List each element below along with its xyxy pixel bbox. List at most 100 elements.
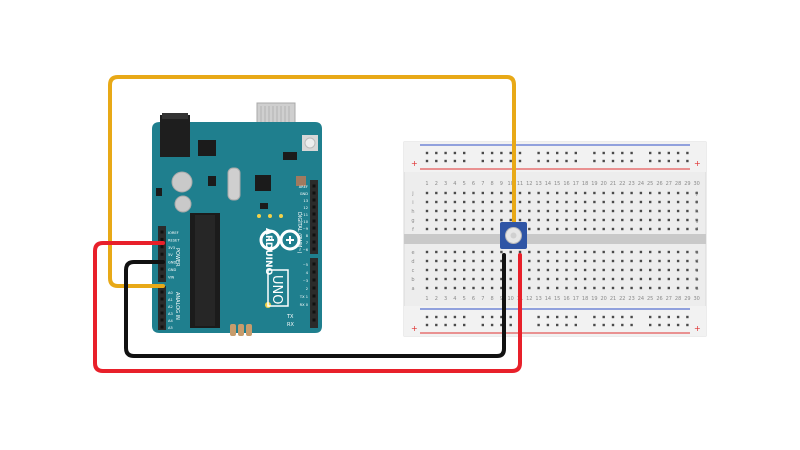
column-number-top: 20 — [601, 181, 607, 187]
breadboard-hole — [667, 191, 670, 195]
usb-chip — [255, 175, 271, 191]
column-number-bottom: 24 — [638, 296, 644, 302]
breadboard-hole — [639, 286, 643, 290]
row-letter: b — [411, 277, 414, 283]
rail-hole — [453, 151, 457, 155]
digital-pin-label: GND — [300, 192, 308, 196]
breadboard-hole — [463, 191, 466, 195]
digital-pin-label: ~10 — [300, 220, 308, 224]
analog-pin-label: A5 — [168, 326, 173, 330]
breadboard-hole — [574, 268, 577, 272]
column-number-top: 15 — [554, 181, 560, 187]
breadboard-hole — [435, 277, 438, 281]
rail-hole — [463, 159, 466, 163]
breadboard-hole — [593, 250, 596, 254]
breadboard-hole — [695, 259, 698, 263]
column-number-bottom: 19 — [591, 296, 597, 302]
rail-hole — [556, 315, 559, 319]
breadboard-hole — [686, 286, 689, 290]
analog-pin-label: A4 — [168, 319, 173, 323]
breadboard-hole — [500, 191, 503, 195]
column-number-bottom: 22 — [619, 296, 625, 302]
breadboard-hole — [509, 250, 512, 254]
breadboard-hole — [621, 227, 624, 231]
breadboard-hole — [556, 227, 559, 231]
breadboard-hole — [621, 277, 624, 281]
header-pin-hole — [312, 205, 316, 209]
column-number-top: 29 — [684, 181, 690, 187]
rail-hole — [463, 315, 466, 319]
breadboard-hole — [481, 200, 484, 204]
breadboard-hole — [593, 277, 596, 281]
rail-hole — [676, 323, 680, 327]
breadboard-hole — [453, 218, 457, 222]
breadboard-hole — [630, 191, 633, 195]
column-number-top: 11 — [517, 181, 523, 187]
row-letter: h — [411, 209, 414, 215]
breadboard-hole — [658, 200, 661, 204]
breadboard-hole — [583, 218, 587, 222]
breadboard-hole — [453, 277, 457, 281]
breadboard-hole — [481, 268, 484, 272]
rail-hole — [565, 159, 568, 163]
row-letter: a — [695, 286, 698, 292]
breadboard-hole — [435, 227, 438, 231]
rail-hole — [611, 151, 615, 155]
breadboard-hole — [500, 259, 503, 263]
breadboard-hole — [472, 259, 475, 263]
breadboard-hole — [425, 227, 429, 231]
breadboard-hole — [667, 259, 670, 263]
column-number-bottom: 13 — [535, 296, 541, 302]
breadboard-hole — [630, 286, 633, 290]
breadboard-hole — [658, 268, 661, 272]
breadboard-hole — [556, 209, 559, 213]
rail-hole — [537, 315, 540, 319]
header-pin-hole — [312, 247, 316, 251]
breadboard-hole — [621, 286, 624, 290]
header-pin-hole — [312, 233, 316, 237]
breadboard-hole — [528, 209, 531, 213]
analog-header — [158, 286, 166, 330]
breadboard-hole — [611, 277, 615, 281]
breadboard-hole — [695, 268, 698, 272]
column-number-bottom: 4 — [453, 296, 456, 302]
breadboard-hole — [630, 277, 633, 281]
rail-hole — [649, 151, 652, 155]
breadboard-hole — [518, 218, 522, 222]
breadboard-hole — [490, 200, 494, 204]
small-chip-1 — [208, 176, 216, 186]
breadboard-hole — [621, 218, 624, 222]
breadboard-hole — [518, 200, 522, 204]
rail-hole — [565, 323, 568, 327]
rail-hole — [649, 323, 652, 327]
breadboard-hole — [556, 286, 559, 290]
breadboard-hole — [546, 218, 550, 222]
breadboard-hole — [630, 200, 633, 204]
breadboard-hole — [444, 277, 447, 281]
rail-hole — [435, 323, 438, 327]
breadboard-hole — [583, 227, 587, 231]
rail-hole — [686, 315, 689, 319]
breadboard-hole — [658, 218, 661, 222]
rail-hole — [621, 315, 624, 319]
column-number-bottom: 2 — [435, 296, 438, 302]
rail-hole — [546, 159, 550, 163]
breadboard-hole — [546, 277, 550, 281]
power-pin-label: 3V3 — [168, 246, 175, 250]
rail-hole — [509, 151, 512, 155]
voltage-regulator — [198, 140, 216, 156]
rail-hole — [518, 159, 522, 163]
rail-hole — [676, 315, 680, 319]
breadboard-hole — [639, 268, 643, 272]
breadboard-hole — [602, 227, 605, 231]
rail-hole — [658, 151, 661, 155]
breadboard-hole — [463, 218, 466, 222]
breadboard-hole — [686, 268, 689, 272]
rail-hole — [630, 159, 633, 163]
breadboard-hole — [453, 227, 457, 231]
analog-pin-label: A2 — [168, 305, 173, 309]
column-number-top: 13 — [535, 181, 541, 187]
breadboard-hole — [453, 200, 457, 204]
breadboard-hole — [602, 191, 605, 195]
breadboard-hole — [676, 286, 680, 290]
